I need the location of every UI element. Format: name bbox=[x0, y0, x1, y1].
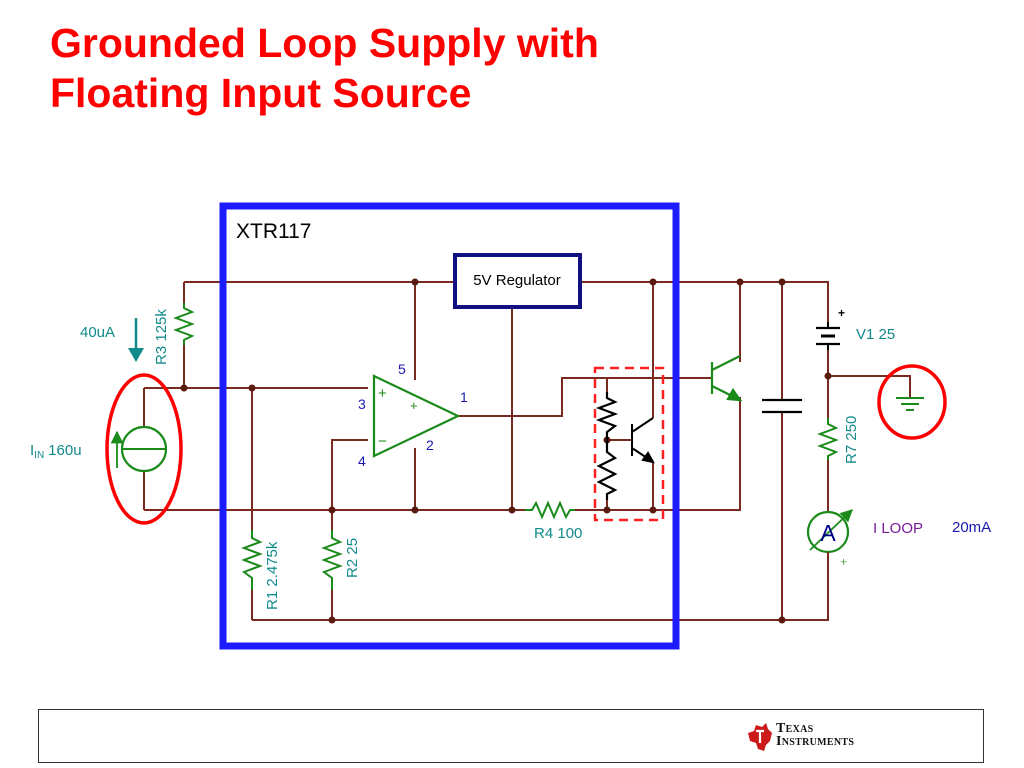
r4-label: R4 100 bbox=[534, 525, 582, 542]
r3-label: R3 125k bbox=[153, 309, 170, 365]
internal-resistor-upper bbox=[595, 392, 619, 440]
wire-internal-emitter bbox=[606, 462, 654, 511]
wire-r4-right bbox=[575, 397, 741, 511]
wire-opamp-out bbox=[458, 377, 712, 417]
r2-resistor bbox=[321, 530, 343, 590]
footer-bar bbox=[38, 709, 984, 763]
v1-plus-sign: + bbox=[838, 306, 845, 320]
r1-label: R1 2.475k bbox=[264, 541, 281, 610]
ti-wordmark-line-2: Instruments bbox=[776, 734, 855, 749]
ground-highlight bbox=[877, 364, 947, 440]
current-source-highlight bbox=[105, 373, 183, 525]
r1-resistor bbox=[241, 530, 263, 590]
opamp-plus-input-sign: + bbox=[378, 385, 387, 402]
current-40ua-label: 40uA bbox=[80, 324, 115, 341]
wire-ground-tap bbox=[828, 375, 911, 398]
opamp-minus-input-sign: − bbox=[378, 433, 387, 450]
current-40ua-arrowhead bbox=[128, 348, 144, 362]
r7-label: R7 250 bbox=[843, 416, 860, 464]
pin-4-label: 4 bbox=[358, 453, 366, 469]
ammeter bbox=[806, 508, 853, 570]
pin-2-label: 2 bbox=[426, 437, 434, 453]
ti-wordmark-line-1: Texas bbox=[776, 721, 814, 736]
r7-resistor bbox=[817, 418, 839, 460]
xtr117-label: XTR117 bbox=[236, 220, 311, 243]
wire-top-rail-right bbox=[580, 281, 829, 322]
r3-resistor bbox=[173, 303, 195, 345]
ammeter-symbol: A bbox=[820, 520, 836, 546]
regulator-box bbox=[453, 253, 582, 309]
junction-dots bbox=[180, 278, 832, 624]
output-transistor bbox=[710, 355, 743, 402]
v1-battery bbox=[816, 322, 840, 350]
wires bbox=[143, 281, 911, 621]
regulator-label: 5V Regulator bbox=[473, 272, 561, 289]
title-line-2: Floating Input Source bbox=[50, 70, 472, 116]
pin-5-label: 5 bbox=[398, 361, 406, 377]
ground-icon bbox=[896, 397, 924, 411]
r4-resistor bbox=[525, 500, 575, 520]
ti-logo-icon bbox=[748, 723, 772, 751]
circuit-schematic: XTR117 5V Regulator + + − 3 4 5 2 1 R3 1… bbox=[30, 202, 991, 650]
ti-wordmark: Texas Instruments bbox=[776, 721, 855, 749]
title-line-1: Grounded Loop Supply with bbox=[50, 20, 599, 66]
capacitor bbox=[762, 398, 802, 414]
iloop-reading: 20mA bbox=[952, 519, 991, 536]
ammeter-plus-sign: + bbox=[840, 554, 847, 569]
iin-subscript: IN bbox=[34, 450, 44, 461]
wire-ground-return bbox=[252, 570, 829, 621]
wire-inv-input bbox=[331, 439, 368, 530]
pin-1-label: 1 bbox=[460, 389, 468, 405]
op-amp: + + − 3 4 5 2 1 bbox=[358, 361, 468, 469]
iloop-label: I LOOP bbox=[873, 520, 923, 537]
current-source bbox=[110, 425, 168, 473]
internal-resistor-lower bbox=[596, 440, 618, 500]
pin-3-label: 3 bbox=[358, 396, 366, 412]
r2-label: R2 25 bbox=[344, 538, 361, 578]
v1-label: V1 25 bbox=[856, 326, 895, 343]
xtr117-ic-outline bbox=[219, 202, 680, 650]
opamp-supply-plus-sign: + bbox=[410, 398, 418, 413]
slide-title: Grounded Loop Supply with Floating Input… bbox=[50, 18, 599, 118]
internal-network-highlight bbox=[593, 366, 665, 522]
internal-transistor bbox=[631, 417, 655, 464]
